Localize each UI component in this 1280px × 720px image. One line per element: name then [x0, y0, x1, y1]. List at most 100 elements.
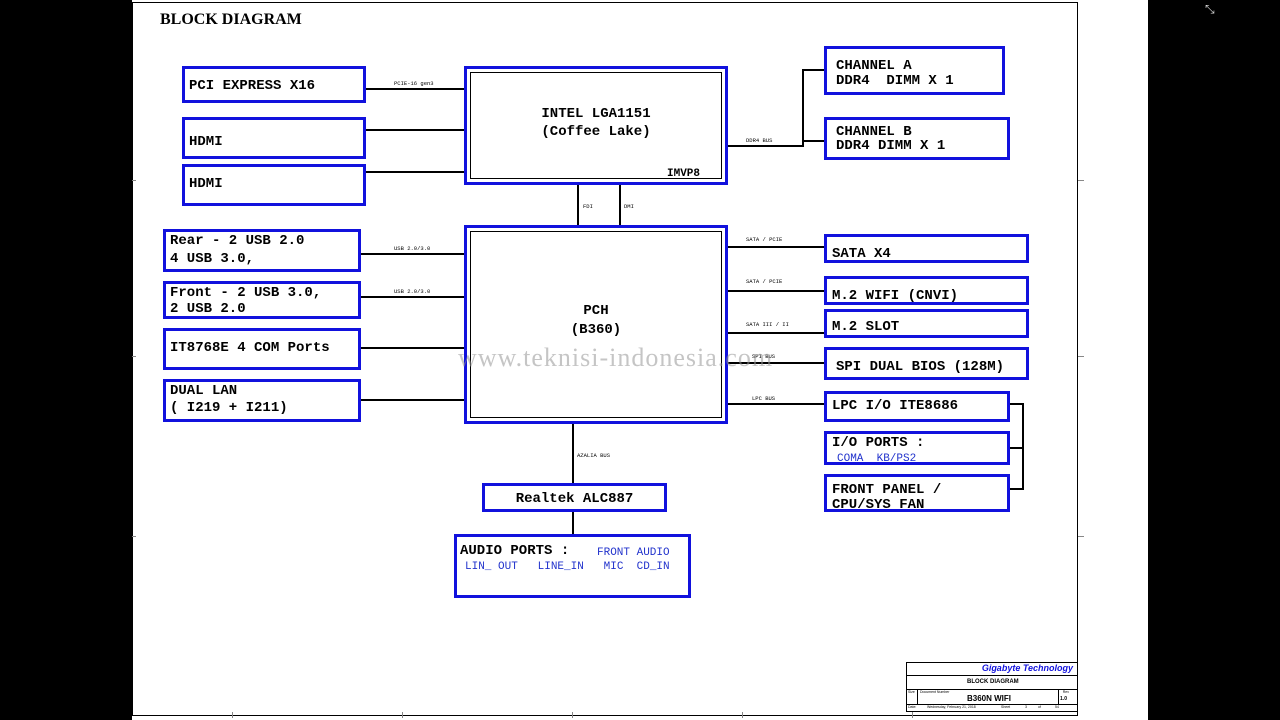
- rev-label: Rev: [1062, 690, 1069, 694]
- audio-ports-block: AUDIO PORTS : FRONT AUDIO LIN_ OUT LINE_…: [454, 534, 691, 598]
- of-value: 54: [1055, 705, 1059, 709]
- size-label: Size: [908, 690, 915, 694]
- usb-rear-line: [361, 253, 464, 255]
- com-line: [361, 347, 464, 349]
- channel-b-line1: CHANNEL B: [836, 124, 912, 140]
- frame-tick: [132, 536, 136, 537]
- frame-tick: [572, 712, 573, 718]
- cell-divider: [917, 690, 918, 704]
- bus-label-lpc: LPC BUS: [752, 395, 776, 402]
- lpc-out-line: [1008, 403, 1024, 405]
- sheet-border: [132, 2, 1078, 716]
- lpc-bus-riser: [1022, 403, 1024, 490]
- io-ports-block: I/O PORTS : COMA KB/PS2: [824, 431, 1010, 465]
- frame-tick: [912, 712, 913, 718]
- front-usb-line1: Front - 2 USB 3.0,: [170, 285, 322, 301]
- bus-label-sata3: SATA III / II: [746, 321, 789, 328]
- rear-usb-line1: Rear - 2 USB 2.0: [170, 233, 305, 249]
- m2-label: M.2 SLOT: [832, 319, 900, 335]
- frame-tick: [132, 180, 136, 181]
- bus-label-azalia: AZALIA BUS: [577, 452, 611, 459]
- date-label: Date:: [908, 705, 917, 709]
- cpu-name: INTEL LGA1151: [541, 106, 651, 122]
- ddr4-riser: [802, 69, 804, 147]
- lan-line: [361, 399, 464, 401]
- hdmi2-block: HDMI: [182, 164, 366, 206]
- bus-label-sata1: SATA / PCIE: [746, 236, 783, 243]
- channel-a-line1: CHANNEL A: [836, 58, 912, 74]
- frame-tick: [232, 712, 233, 718]
- bus-label-usb2: USB 2.0/3.0: [394, 288, 431, 295]
- title-block-date-row: Date: Wednesday, February 21, 2018 Sheet…: [907, 705, 1077, 712]
- pch-block: PCH (B360): [464, 225, 728, 424]
- lan-block: DUAL LAN ( I219 + I211): [163, 379, 361, 422]
- hdmi1-line: [366, 129, 464, 131]
- channel-b-block: CHANNEL B DDR4 DIMM X 1: [824, 117, 1010, 160]
- m2-block: M.2 SLOT: [824, 309, 1029, 338]
- bus-label-spi: SPI BUS: [752, 353, 776, 360]
- lpc-line: [728, 403, 826, 405]
- pcie-block: PCI EXPRESS X16: [182, 66, 366, 103]
- frame-tick: [402, 712, 403, 718]
- m2-line: [728, 332, 826, 334]
- usb-front-line: [361, 296, 464, 298]
- of-label: of: [1038, 705, 1041, 709]
- fp-line: [1008, 488, 1024, 490]
- title-block-company-row: Gigabyte Technology: [907, 663, 1077, 676]
- front-usb-block: Front - 2 USB 3.0, 2 USB 2.0: [163, 281, 361, 319]
- pch-name: PCH: [583, 303, 609, 319]
- date-value: Wednesday, February 21, 2018: [927, 705, 976, 709]
- bus-label-ddr4: DDR4 BUS: [746, 137, 773, 144]
- pcie-line: [366, 88, 464, 90]
- sata-line: [728, 246, 826, 248]
- audio-ports-list: LIN_ OUT LINE_IN MIC CD_IN: [465, 561, 670, 573]
- lan-line2: ( I219 + I211): [170, 400, 288, 416]
- channel-a-block: CHANNEL A DDR4 DIMM X 1: [824, 46, 1005, 95]
- frame-tick: [742, 712, 743, 718]
- front-panel-block: FRONT PANEL / CPU/SYS FAN: [824, 474, 1010, 513]
- sheet-value: 3: [1025, 705, 1027, 709]
- cha-line: [802, 69, 826, 71]
- title-block-title-row: BLOCK DIAGRAM: [907, 676, 1077, 690]
- codec-label: Realtek ALC887: [515, 491, 634, 507]
- board-name: B360N WIFI: [967, 694, 1012, 703]
- io-ports-list: COMA KB/PS2: [837, 453, 917, 465]
- fdi-line: [577, 184, 579, 226]
- audio-ports-title: AUDIO PORTS :: [460, 543, 570, 559]
- spi-line: [728, 362, 826, 364]
- hdmi2-line: [366, 171, 464, 173]
- cell-divider: [1058, 690, 1059, 704]
- pcie-label: PCI EXPRESS X16: [189, 78, 316, 94]
- rev-value: 1.0: [1060, 696, 1067, 702]
- lan-line1: DUAL LAN: [170, 383, 238, 399]
- frame-tick: [132, 356, 136, 357]
- io-line: [1008, 447, 1024, 449]
- audio-ports-front: FRONT AUDIO: [597, 547, 670, 559]
- bus-label-fdi: FDI: [583, 203, 593, 210]
- bus-label-sata2: SATA / PCIE: [746, 278, 783, 285]
- wifi-block: M.2 WIFI (CNVI): [824, 276, 1029, 305]
- pch-model: (B360): [570, 322, 622, 338]
- dmi-line: [619, 184, 621, 226]
- frame-tick: [1078, 180, 1084, 181]
- sata-block: SATA X4: [824, 234, 1029, 263]
- bus-label-usb1: USB 2.0/3.0: [394, 245, 431, 252]
- frame-tick: [1078, 536, 1084, 537]
- sata-label: SATA X4: [832, 246, 891, 262]
- channel-a-line2: DDR4 DIMM X 1: [836, 73, 954, 89]
- codec-block: Realtek ALC887: [482, 483, 667, 512]
- lpc-io-block: LPC I/O ITE8686: [824, 391, 1010, 422]
- front-usb-line2: 2 USB 2.0: [170, 301, 246, 317]
- codec-audio-line: [572, 511, 574, 535]
- channel-b-line2: DDR4 DIMM X 1: [836, 138, 946, 154]
- pch-inner-border: [470, 231, 722, 418]
- fullscreen-exit-icon[interactable]: ⤡: [1205, 2, 1215, 16]
- rear-usb-line2: 4 USB 3.0,: [170, 251, 255, 267]
- page-title: BLOCK DIAGRAM: [160, 11, 302, 28]
- io-ports-title: I/O PORTS :: [832, 435, 925, 451]
- docnum-label: Document Number: [920, 690, 950, 694]
- cpu-block: INTEL LGA1151 (Coffee Lake) IMVP8: [464, 66, 728, 185]
- title-block-docnum-row: Size Document Number B360N WIFI Rev 1.0: [907, 690, 1077, 705]
- bus-label-pcie: PCIE-16 gen3: [394, 80, 434, 87]
- spi-bios-block: SPI DUAL BIOS (128M): [824, 347, 1029, 380]
